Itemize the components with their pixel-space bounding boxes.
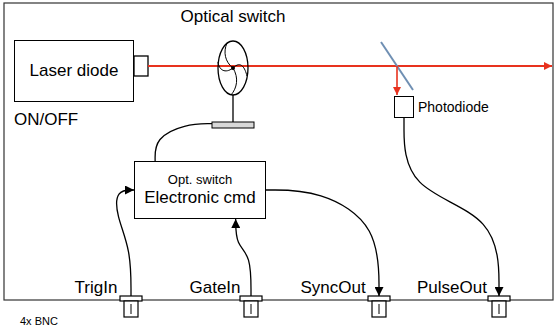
- optical-switch: Optical switch: [212, 38, 254, 130]
- connector-note: 4x BNC: [20, 315, 58, 328]
- laser-diode-box: Laser diode: [14, 40, 134, 102]
- node-text: Opt. switch: [168, 173, 232, 188]
- node-text: SyncOut: [300, 278, 365, 298]
- bnc-symbol: [120, 296, 142, 318]
- switch-driver-box: Opt. switchElectronic cmd: [134, 161, 266, 219]
- laser-beam: [148, 65, 552, 67]
- node-text: GateIn: [189, 278, 240, 298]
- shutter-wheel: [212, 38, 254, 130]
- reflected-beam: [396, 66, 398, 95]
- switch-label: ON/OFF: [14, 110, 78, 130]
- node-text: Optical switch: [181, 7, 286, 27]
- bnc-connector: SyncOut: [368, 296, 390, 318]
- node-text: TrigIn: [75, 278, 118, 298]
- signal-wire: [404, 118, 499, 296]
- bnc-symbol: [240, 296, 262, 318]
- enclosure-frame: [4, 3, 553, 300]
- bnc-connector: TrigIn: [120, 296, 142, 318]
- node-text: PulseOut: [417, 278, 487, 298]
- node-text: Photodiode: [418, 99, 489, 115]
- laser-emitter: [134, 56, 148, 76]
- bnc-connector: GateIn: [240, 296, 262, 318]
- signal-wire: [155, 124, 212, 161]
- bnc-symbol: [488, 296, 510, 318]
- node-text: Electronic cmd: [144, 188, 255, 208]
- node-text: Laser diode: [30, 61, 119, 81]
- bnc-connector: PulseOut: [488, 296, 510, 318]
- signal-wire: [117, 190, 134, 296]
- photodiode: Photodiode: [394, 96, 414, 118]
- bnc-symbol: [368, 296, 390, 318]
